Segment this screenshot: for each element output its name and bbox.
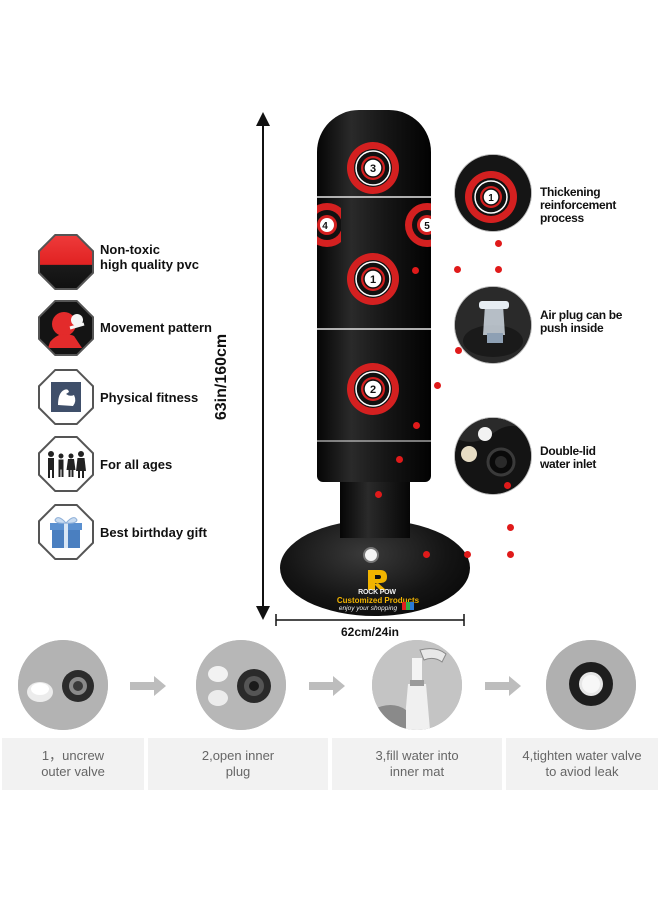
brand-slogan: enjoy your shopping bbox=[338, 605, 398, 612]
brand-color-strip bbox=[402, 602, 414, 610]
pvc-swatch-icon bbox=[38, 234, 94, 290]
gift-box-icon bbox=[38, 504, 94, 560]
connector-dot bbox=[413, 422, 420, 429]
target-number: 1 bbox=[370, 274, 376, 286]
bag-seam bbox=[317, 440, 431, 442]
target-closeup-icon: 1 bbox=[455, 155, 531, 231]
target-1: 1 bbox=[347, 253, 399, 305]
step-4-label: 4,tighten water valve to aviod leak bbox=[506, 738, 658, 790]
feature-label-pvc: Non-toxic high quality pvc bbox=[100, 242, 199, 272]
arrow-right-icon bbox=[485, 676, 521, 696]
connector-dot bbox=[423, 551, 430, 558]
air-plug-icon bbox=[455, 287, 531, 363]
connector-dot bbox=[375, 491, 382, 498]
connector-dot bbox=[507, 524, 514, 531]
feature-label-movement: Movement pattern bbox=[100, 320, 212, 335]
arrow-right-icon bbox=[309, 676, 345, 696]
muscle-arm-icon bbox=[38, 369, 94, 425]
feature-label-fitness: Physical fitness bbox=[100, 390, 199, 405]
bag-seam bbox=[317, 328, 431, 330]
brand-name: ROCK POW bbox=[358, 589, 396, 596]
connector-dot bbox=[434, 382, 441, 389]
width-label: 62cm/24in bbox=[340, 625, 400, 639]
bag-seam bbox=[317, 196, 431, 198]
step-1-photo bbox=[18, 640, 108, 730]
callout-label-air-plug: Air plug can be push inside bbox=[540, 308, 623, 335]
connector-dot bbox=[495, 266, 502, 273]
target-number: 2 bbox=[370, 384, 376, 396]
target-2: 2 bbox=[347, 363, 399, 415]
feature-label-ages: For all ages bbox=[100, 457, 173, 472]
arrow-right-icon bbox=[130, 676, 166, 696]
target-number: 4 bbox=[322, 221, 328, 232]
brand-mark-icon bbox=[368, 570, 387, 590]
brand-tagline: Customized Products bbox=[336, 596, 420, 605]
height-arrow bbox=[256, 112, 270, 620]
connector-dot bbox=[464, 551, 471, 558]
feature-label-gift: Best birthday gift bbox=[100, 525, 207, 540]
target-number: 1 bbox=[488, 193, 494, 204]
connector-dot bbox=[504, 482, 511, 489]
connector-dot bbox=[454, 266, 461, 273]
target-3: 3 bbox=[347, 142, 399, 194]
step-2-photo bbox=[196, 640, 286, 730]
step-1-label: 1，uncrew outer valve bbox=[2, 738, 144, 790]
connector-dot bbox=[455, 347, 462, 354]
boxer-head-icon bbox=[38, 300, 94, 356]
height-label: 63in/160cm bbox=[213, 333, 230, 421]
target-number: 5 bbox=[424, 221, 430, 232]
callout-label-thickening: Thickening reinforcement process bbox=[540, 185, 617, 225]
step-3-label: 3,fill water into inner mat bbox=[332, 738, 502, 790]
target-5: 5 bbox=[405, 203, 431, 247]
connector-dot bbox=[412, 267, 419, 274]
target-number: 3 bbox=[370, 163, 376, 175]
connector-dot bbox=[396, 456, 403, 463]
water-inlet-cap bbox=[363, 547, 379, 563]
connector-dot bbox=[507, 551, 514, 558]
target-4: 4 bbox=[317, 203, 341, 247]
family-icon bbox=[38, 436, 94, 492]
step-4-photo bbox=[546, 640, 636, 730]
step-2-label: 2,open inner plug bbox=[148, 738, 328, 790]
width-arrow bbox=[275, 614, 465, 626]
bag-neck bbox=[340, 478, 410, 538]
step-3-photo bbox=[372, 640, 462, 730]
callout-label-water-inlet: Double-lid water inlet bbox=[540, 444, 597, 471]
water-inlet-icon bbox=[455, 418, 531, 494]
connector-dot bbox=[495, 240, 502, 247]
